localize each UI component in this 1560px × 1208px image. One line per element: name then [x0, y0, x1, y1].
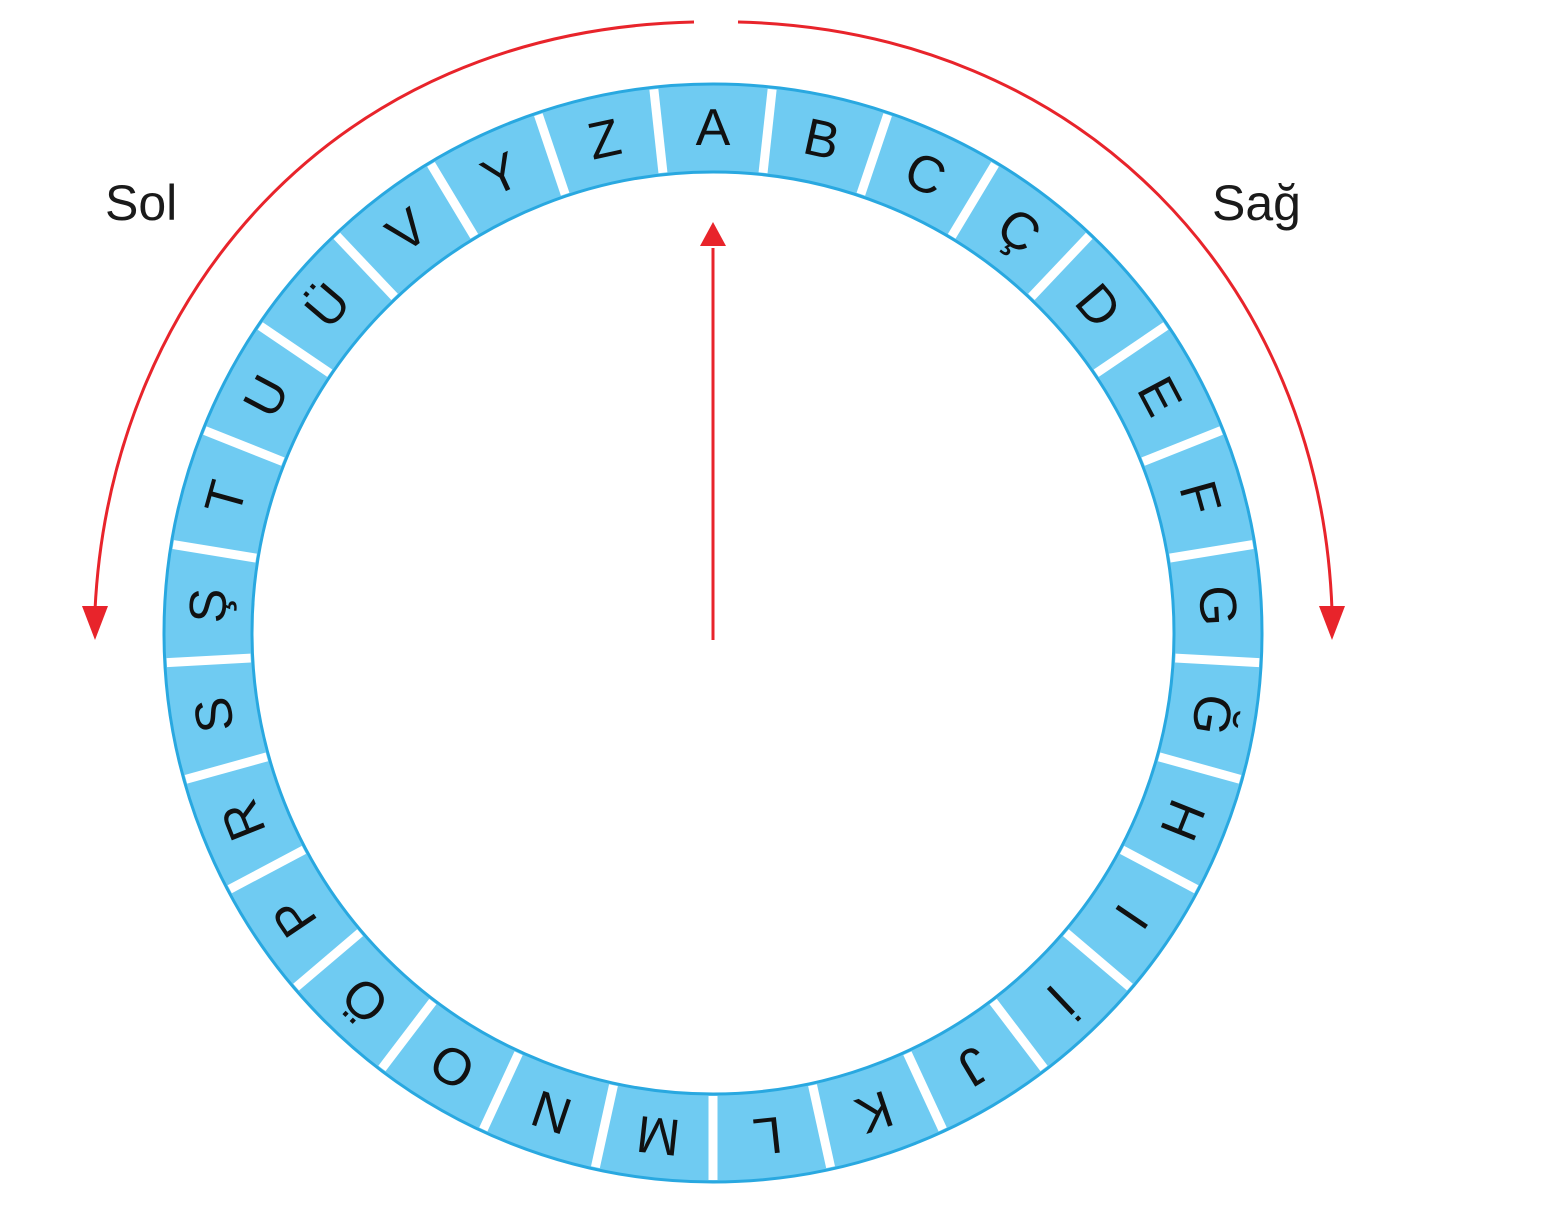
ring-divider [333, 232, 398, 300]
curved-arrow-clockwise-icon [737, 20, 1334, 611]
ring-divider [649, 88, 668, 174]
ring-divider [947, 161, 999, 239]
ring-divider [1062, 929, 1133, 991]
ring-divider [903, 1051, 947, 1132]
right-arrow-head [1319, 606, 1345, 640]
ring-divider [166, 653, 251, 668]
ring-divider [172, 540, 257, 563]
ring-divider [1141, 426, 1223, 466]
ring-divider [591, 1084, 618, 1169]
ring-divider [989, 998, 1048, 1072]
ring-divider [534, 113, 570, 196]
ring-divider [1028, 232, 1093, 300]
ring-letter: Ş [179, 587, 239, 625]
ring-letter: M [634, 1104, 683, 1166]
ring-divider [758, 88, 777, 174]
ring-divider [378, 998, 437, 1072]
ring-divider [479, 1051, 523, 1132]
ring-letter: G [1187, 584, 1247, 628]
ring-divider [1169, 540, 1254, 563]
ring-outer-border [162, 82, 1264, 1184]
label-right: Sağ [1212, 175, 1301, 231]
ring-divider [293, 929, 364, 991]
ring-divider [1093, 322, 1169, 377]
label-left: Sol [105, 175, 177, 231]
ring-divider [227, 845, 307, 894]
ring-divider [1175, 653, 1260, 668]
ring-divider [257, 322, 333, 377]
ring-letter: Ğ [1179, 690, 1243, 739]
ring-letter: L [750, 1105, 785, 1166]
ring-inner-border [250, 170, 1176, 1096]
curved-arrow-counterclockwise-icon [93, 20, 695, 611]
ring-divider [427, 161, 479, 239]
pointer-arrow-head [700, 222, 726, 246]
ring-divider [1157, 752, 1242, 784]
left-arrow-head [82, 606, 108, 640]
ring-letter: A [696, 99, 731, 157]
ring-divider [203, 426, 285, 466]
ring-divider [184, 752, 269, 784]
ring-divider [856, 113, 892, 196]
ring-divider [1119, 845, 1199, 894]
ring-divider [808, 1084, 835, 1169]
